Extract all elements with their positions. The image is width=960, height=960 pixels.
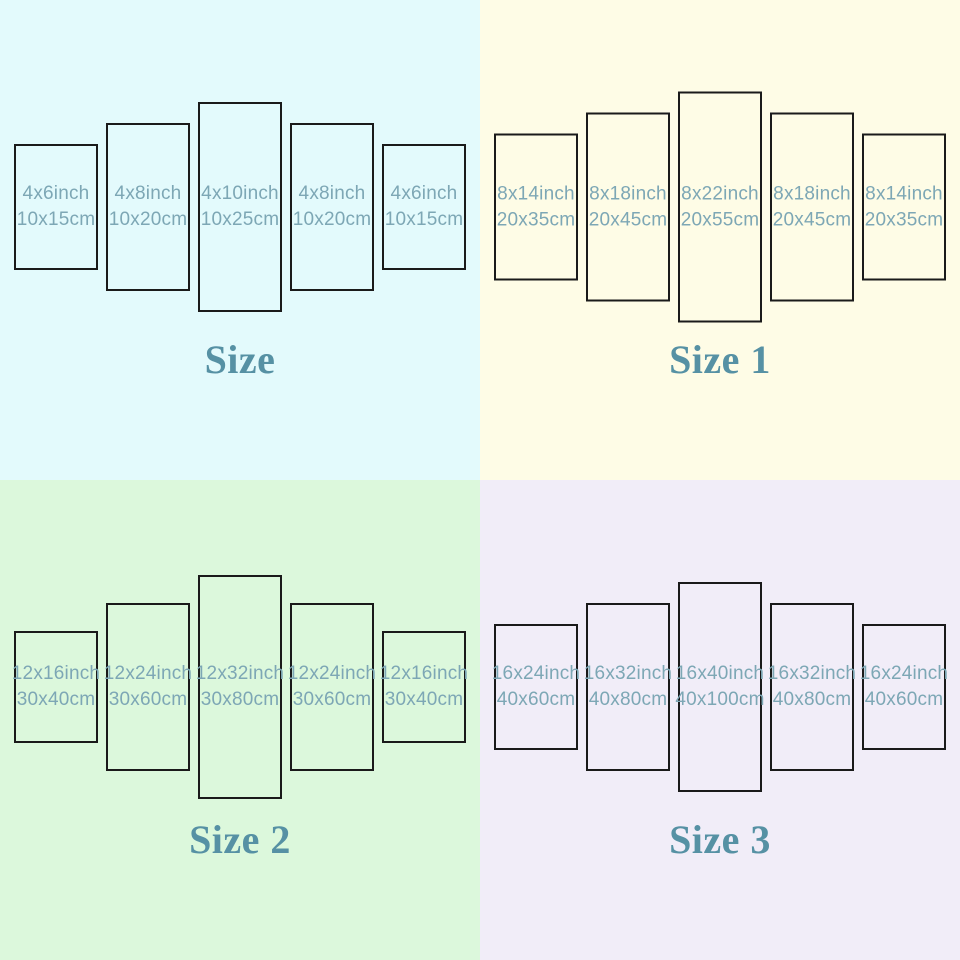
panel-cm-label: 20x45cm bbox=[588, 209, 668, 230]
panel-row: 8x14inch 20x35cm 8x18inch 20x45cm 8x22inch 20… bbox=[494, 91, 946, 323]
canvas-panel: 4x8inch 10x20cm bbox=[290, 123, 374, 291]
panel-inch-label: 8x14inch bbox=[497, 183, 575, 204]
panel-inch-label: 16x32inch bbox=[583, 663, 673, 684]
panel-cm-label: 30x80cm bbox=[200, 689, 280, 710]
canvas-panel: 12x24inch 30x60cm bbox=[103, 603, 193, 771]
panel-cm-label: 30x60cm bbox=[108, 689, 188, 710]
panel-cm-label: 30x40cm bbox=[384, 689, 464, 710]
panel-inch-label: 4x6inch bbox=[22, 183, 90, 204]
size-title: Size 1 bbox=[669, 337, 771, 382]
panel-cm-label: 20x55cm bbox=[680, 209, 760, 230]
panel-inch-label: 12x16inch bbox=[379, 663, 469, 684]
panel-inch-label: 4x10inch bbox=[201, 183, 279, 204]
canvas-panel: 4x6inch 10x15cm bbox=[14, 144, 98, 270]
size-quadrant-bottom-right: 16x24inch 40x60cm 16x32inch 40x80cm 16x40inc… bbox=[480, 480, 960, 960]
canvas-panel: 12x16inch 30x40cm bbox=[11, 631, 101, 743]
size-title: Size bbox=[204, 337, 276, 382]
panel-cm-label: 40x80cm bbox=[772, 689, 852, 710]
panel-inch-label: 16x24inch bbox=[491, 663, 581, 684]
canvas-panel: 4x10inch 10x25cm bbox=[198, 102, 282, 312]
canvas-panel: 4x6inch 10x15cm bbox=[382, 144, 466, 270]
canvas-panel: 12x16inch 30x40cm bbox=[379, 631, 469, 743]
canvas-panel: 12x32inch 30x80cm bbox=[195, 575, 285, 799]
size-title: Size 2 bbox=[189, 817, 291, 862]
panel-row: 12x16inch 30x40cm 12x24inch 30x60cm 12x32inc… bbox=[11, 575, 469, 799]
panel-inch-label: 16x40inch bbox=[675, 663, 765, 684]
canvas-panel: 16x24inch 40x60cm bbox=[859, 624, 949, 750]
panel-row: 4x6inch 10x15cm 4x8inch 10x20cm 4x10inch 10x2… bbox=[14, 102, 466, 312]
canvas-panel: 8x14inch 20x35cm bbox=[862, 133, 946, 281]
panel-cm-label: 10x15cm bbox=[384, 209, 464, 230]
canvas-panel: 8x18inch 20x45cm bbox=[770, 112, 854, 302]
panel-inch-label: 8x18inch bbox=[773, 183, 851, 204]
panel-cm-label: 40x100cm bbox=[675, 689, 765, 710]
panel-inch-label: 8x22inch bbox=[681, 183, 759, 204]
panel-inch-label: 16x24inch bbox=[859, 663, 949, 684]
panel-cm-label: 20x45cm bbox=[772, 209, 852, 230]
panel-cm-label: 10x20cm bbox=[292, 209, 372, 230]
panel-cm-label: 40x60cm bbox=[496, 689, 576, 710]
panel-cm-label: 20x35cm bbox=[864, 209, 944, 230]
canvas-panel: 8x22inch 20x55cm bbox=[678, 91, 762, 323]
panel-cm-label: 30x60cm bbox=[292, 689, 372, 710]
panel-inch-label: 4x6inch bbox=[390, 183, 458, 204]
panel-row: 16x24inch 40x60cm 16x32inch 40x80cm 16x40inc… bbox=[491, 582, 949, 792]
panel-cm-label: 10x25cm bbox=[200, 209, 280, 230]
panel-cm-label: 40x60cm bbox=[864, 689, 944, 710]
panel-inch-label: 8x14inch bbox=[865, 183, 943, 204]
panel-inch-label: 12x24inch bbox=[103, 663, 193, 684]
panel-inch-label: 12x24inch bbox=[287, 663, 377, 684]
size-quadrant-top-left: 4x6inch 10x15cm 4x8inch 10x20cm 4x10inch 10x2… bbox=[0, 0, 480, 480]
panel-inch-label: 12x16inch bbox=[11, 663, 101, 684]
panel-cm-label: 10x15cm bbox=[16, 209, 96, 230]
canvas-panel: 12x24inch 30x60cm bbox=[287, 603, 377, 771]
canvas-panel: 16x24inch 40x60cm bbox=[491, 624, 581, 750]
panel-cm-label: 20x35cm bbox=[496, 209, 576, 230]
panel-inch-label: 4x8inch bbox=[298, 183, 366, 204]
panel-inch-label: 16x32inch bbox=[767, 663, 857, 684]
canvas-panel: 16x32inch 40x80cm bbox=[767, 603, 857, 771]
canvas-panel: 16x40inch 40x100cm bbox=[675, 582, 765, 792]
canvas-panel: 4x8inch 10x20cm bbox=[106, 123, 190, 291]
panel-cm-label: 10x20cm bbox=[108, 209, 188, 230]
panel-cm-label: 30x40cm bbox=[16, 689, 96, 710]
panel-inch-label: 12x32inch bbox=[195, 663, 285, 684]
canvas-panel: 8x14inch 20x35cm bbox=[494, 133, 578, 281]
size-quadrant-top-right: 8x14inch 20x35cm 8x18inch 20x45cm 8x22inch 20… bbox=[480, 0, 960, 480]
canvas-panel: 16x32inch 40x80cm bbox=[583, 603, 673, 771]
size-quadrant-bottom-left: 12x16inch 30x40cm 12x24inch 30x60cm 12x32inc… bbox=[0, 480, 480, 960]
panel-inch-label: 8x18inch bbox=[589, 183, 667, 204]
panel-cm-label: 40x80cm bbox=[588, 689, 668, 710]
size-title: Size 3 bbox=[669, 817, 771, 862]
panel-inch-label: 4x8inch bbox=[114, 183, 182, 204]
canvas-panel: 8x18inch 20x45cm bbox=[586, 112, 670, 302]
